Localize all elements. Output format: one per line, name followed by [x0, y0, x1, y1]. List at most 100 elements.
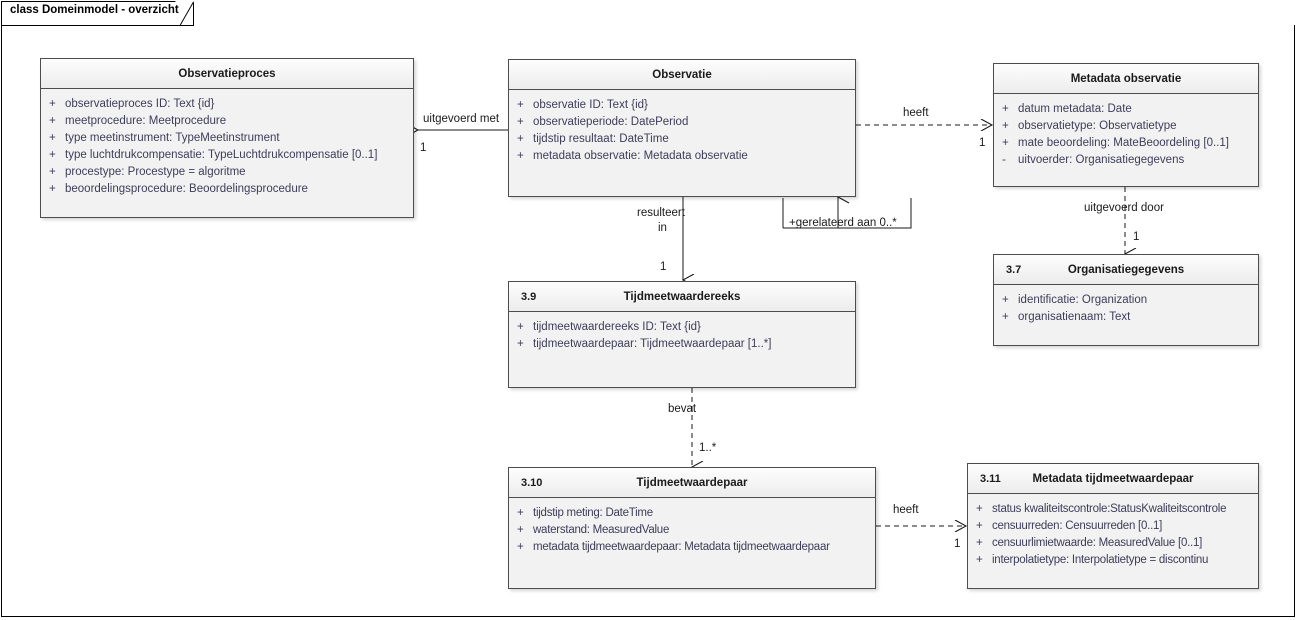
attribute-text: type luchtdrukcompensatie: TypeLuchtdruk…	[65, 149, 378, 161]
attribute-visibility: +	[49, 149, 56, 161]
class-attributes-tijdmeetwaardepaar: + tijdstip meting: DateTime + waterstand…	[509, 498, 875, 564]
attribute-visibility: +	[1002, 311, 1009, 323]
class-attributes-tijdmeetwaardereeks: + tijdmeetwaardereeks ID: Text {id} + ti…	[509, 312, 855, 361]
attribute-text: observatie ID: Text {id}	[533, 99, 648, 111]
class-title-tijdmeetwaardereeks: Tijdmeetwaardereeks	[623, 290, 741, 303]
diagram-frame-border	[1, 25, 1295, 617]
attribute-visibility: +	[1002, 120, 1009, 132]
attribute-row: + tijdstip resultaat: DateTime	[509, 131, 855, 148]
class-attributes-metadata-tijdmeetwaardepaar: + status kwaliteitscontrole:StatusKwalit…	[968, 494, 1258, 577]
class-header-tijdmeetwaardereeks: 3.9 Tijdmeetwaardereeks	[509, 282, 855, 312]
class-box-tijdmeetwaardepaar[interactable]: 3.10 Tijdmeetwaardepaar + tijdstip metin…	[508, 467, 876, 589]
multiplicity-uitgevoerd-door: 1	[1133, 231, 1140, 243]
class-box-metadata-tijdmeetwaardepaar[interactable]: 3.11 Metadata tijdmeetwaardepaar + statu…	[967, 463, 1259, 589]
attribute-visibility: +	[49, 166, 56, 178]
attribute-row: + observatietype: Observatietype	[994, 118, 1258, 135]
class-box-observatieproces[interactable]: Observatieproces + observatieproces ID: …	[40, 58, 414, 218]
attribute-text: metadata tijdmeetwaardepaar: Metadata ti…	[533, 541, 830, 553]
edge-label-resulteert-in-line1: resulteert	[637, 207, 685, 219]
attribute-row: + censuurreden: Censuurreden [0..1]	[968, 518, 1258, 535]
diagram-title: class Domeinmodel - overzicht	[10, 4, 179, 16]
attribute-row: - uitvoerder: Organisatiegegevens	[994, 152, 1258, 169]
attribute-row: + tijdstip meting: DateTime	[509, 505, 875, 522]
class-box-metadata-observatie[interactable]: Metadata observatie + datum metadata: Da…	[993, 63, 1259, 187]
attribute-visibility: +	[976, 520, 983, 532]
diagram-frame-tab-slant-icon	[175, 0, 195, 26]
attribute-text: meetprocedure: Meetprocedure	[65, 115, 227, 127]
attribute-text: procestype: Procestype = algoritme	[65, 166, 246, 178]
class-attributes-observatieproces: + observatieproces ID: Text {id} + meetp…	[41, 89, 413, 206]
attribute-row: + observatie ID: Text {id}	[509, 97, 855, 114]
class-box-organisatiegegevens[interactable]: 3.7 Organisatiegegevens + identificatie:…	[993, 254, 1259, 346]
class-header-metadata-tijdmeetwaardepaar: 3.11 Metadata tijdmeetwaardepaar	[968, 464, 1258, 494]
attribute-visibility: +	[517, 99, 524, 111]
class-attributes-metadata-observatie: + datum metadata: Date + observatietype:…	[994, 94, 1258, 177]
attribute-text: status kwaliteitscontrole:StatusKwalitei…	[992, 503, 1227, 515]
attribute-visibility: +	[517, 338, 524, 350]
attribute-row: + interpolatietype: Interpolatietype = d…	[968, 552, 1258, 569]
attribute-visibility: -	[1002, 154, 1006, 166]
attribute-row: + type luchtdrukcompensatie: TypeLuchtdr…	[41, 147, 413, 164]
attribute-row: + waterstand: MeasuredValue	[509, 522, 875, 539]
attribute-text: censuurreden: Censuurreden [0..1]	[992, 520, 1163, 532]
edge-label-heeft-metadata-observatie: heeft	[903, 107, 929, 119]
attribute-text: observatieperiode: DatePeriod	[533, 116, 689, 128]
class-title-metadata-observatie: Metadata observatie	[1070, 72, 1182, 85]
attribute-text: censuurlimietwaarde: MeasuredValue [0..1…	[992, 537, 1203, 549]
multiplicity-heeft-metadata-tijdmeetwaardepaar: 1	[954, 538, 961, 550]
diagram-frame-tab	[1, 1, 194, 25]
attribute-text: mate beoordeling: MateBeoordeling [0..1]	[1018, 137, 1229, 149]
attribute-row: + tijdmeetwaardepaar: Tijdmeetwaardepaar…	[509, 336, 855, 353]
attribute-text: observatieproces ID: Text {id}	[65, 98, 215, 110]
attribute-row: + meetprocedure: Meetprocedure	[41, 113, 413, 130]
attribute-text: observatietype: Observatietype	[1018, 120, 1177, 132]
attribute-text: beoordelingsprocedure: Beoordelingsproce…	[65, 183, 308, 195]
class-title-metadata-tijdmeetwaardepaar: Metadata tijdmeetwaardepaar	[1032, 472, 1194, 485]
edge-label-bevat: bevat	[668, 403, 697, 415]
attribute-text: identificatie: Organization	[1018, 294, 1148, 306]
class-number-organisatiegegevens: 3.7	[1006, 263, 1022, 276]
multiplicity-bevat: 1..*	[699, 442, 717, 454]
attribute-visibility: +	[517, 150, 524, 162]
multiplicity-heeft-metadata-observatie: 1	[979, 137, 986, 149]
attribute-row: + type meetinstrument: TypeMeetinstrumen…	[41, 130, 413, 147]
class-attributes-organisatiegegevens: + identificatie: Organization + organisa…	[994, 285, 1258, 334]
attribute-row: + censuurlimietwaarde: MeasuredValue [0.…	[968, 535, 1258, 552]
class-title-organisatiegegevens: Organisatiegegevens	[1067, 263, 1185, 276]
class-header-organisatiegegevens: 3.7 Organisatiegegevens	[994, 255, 1258, 285]
class-number-tijdmeetwaardereeks: 3.9	[521, 290, 537, 303]
attribute-text: tijdstip meting: DateTime	[533, 507, 653, 519]
attribute-row: + organisatienaam: Text	[994, 309, 1258, 326]
attribute-visibility: +	[517, 133, 524, 145]
attribute-row: + beoordelingsprocedure: Beoordelingspro…	[41, 181, 413, 198]
edge-label-uitgevoerd-door: uitgevoerd door	[1084, 202, 1164, 214]
class-box-tijdmeetwaardereeks[interactable]: 3.9 Tijdmeetwaardereeks + tijdmeetwaarde…	[508, 281, 856, 388]
attribute-text: datum metadata: Date	[1018, 103, 1132, 115]
attribute-visibility: +	[49, 115, 56, 127]
attribute-visibility: +	[976, 503, 983, 515]
attribute-row: + metadata tijdmeetwaardepaar: Metadata …	[509, 539, 875, 556]
edge-label-heeft-metadata-tijdmeetwaardepaar: heeft	[893, 504, 919, 516]
attribute-visibility: +	[517, 507, 524, 519]
attribute-text: interpolatietype: Interpolatietype = dis…	[992, 554, 1209, 566]
class-header-metadata-observatie: Metadata observatie	[994, 64, 1258, 94]
class-header-tijdmeetwaardepaar: 3.10 Tijdmeetwaardepaar	[509, 468, 875, 498]
class-header-observatieproces: Observatieproces	[41, 59, 413, 89]
attribute-visibility: +	[517, 541, 524, 553]
edge-label-gerelateerd-aan: +gerelateerd aan 0..*	[789, 217, 897, 229]
attribute-text: metadata observatie: Metadata observatie	[533, 150, 748, 162]
attribute-visibility: +	[49, 132, 56, 144]
attribute-visibility: +	[1002, 137, 1009, 149]
edge-label-uitgevoerd-met: uitgevoerd met	[423, 113, 500, 125]
class-title-tijdmeetwaardepaar: Tijdmeetwaardepaar	[636, 476, 748, 489]
class-box-observatie[interactable]: Observatie + observatie ID: Text {id} + …	[508, 59, 856, 197]
attribute-text: organisatienaam: Text	[1018, 311, 1131, 323]
attribute-row: + metadata observatie: Metadata observat…	[509, 148, 855, 165]
class-title-observatie: Observatie	[652, 68, 712, 81]
attribute-text: type meetinstrument: TypeMeetinstrument	[65, 132, 280, 144]
edge-label-resulteert-in-line2: in	[658, 222, 667, 234]
class-attributes-observatie: + observatie ID: Text {id} + observatiep…	[509, 90, 855, 173]
attribute-visibility: +	[1002, 103, 1009, 115]
attribute-text: uitvoerder: Organisatiegegevens	[1018, 154, 1185, 166]
attribute-text: waterstand: MeasuredValue	[533, 524, 670, 536]
